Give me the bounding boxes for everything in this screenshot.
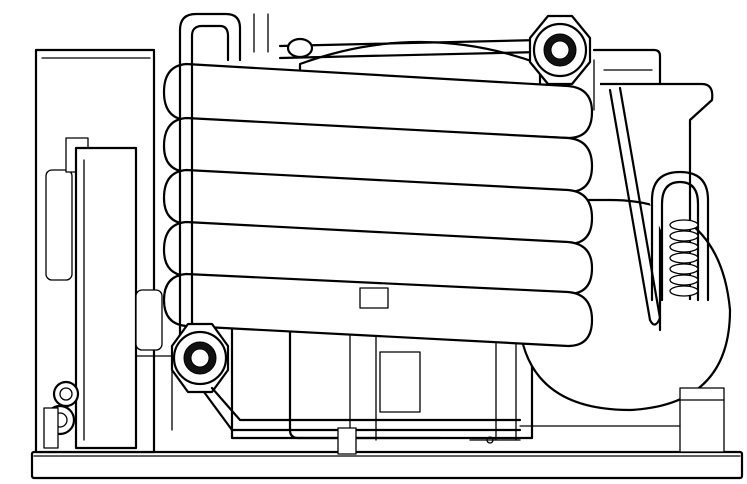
upper-flare-nut [528, 14, 592, 86]
return-pipe [178, 12, 269, 342]
condenser-coil [162, 62, 594, 348]
base-plate [30, 450, 744, 480]
service-valves [43, 380, 80, 449]
mounting-feet [337, 425, 681, 455]
spring-coil [650, 170, 710, 302]
front-bracket [74, 146, 173, 450]
capillary-tube [608, 86, 662, 326]
discharge-pipe [278, 37, 542, 60]
lower-flare-nut [170, 322, 522, 432]
